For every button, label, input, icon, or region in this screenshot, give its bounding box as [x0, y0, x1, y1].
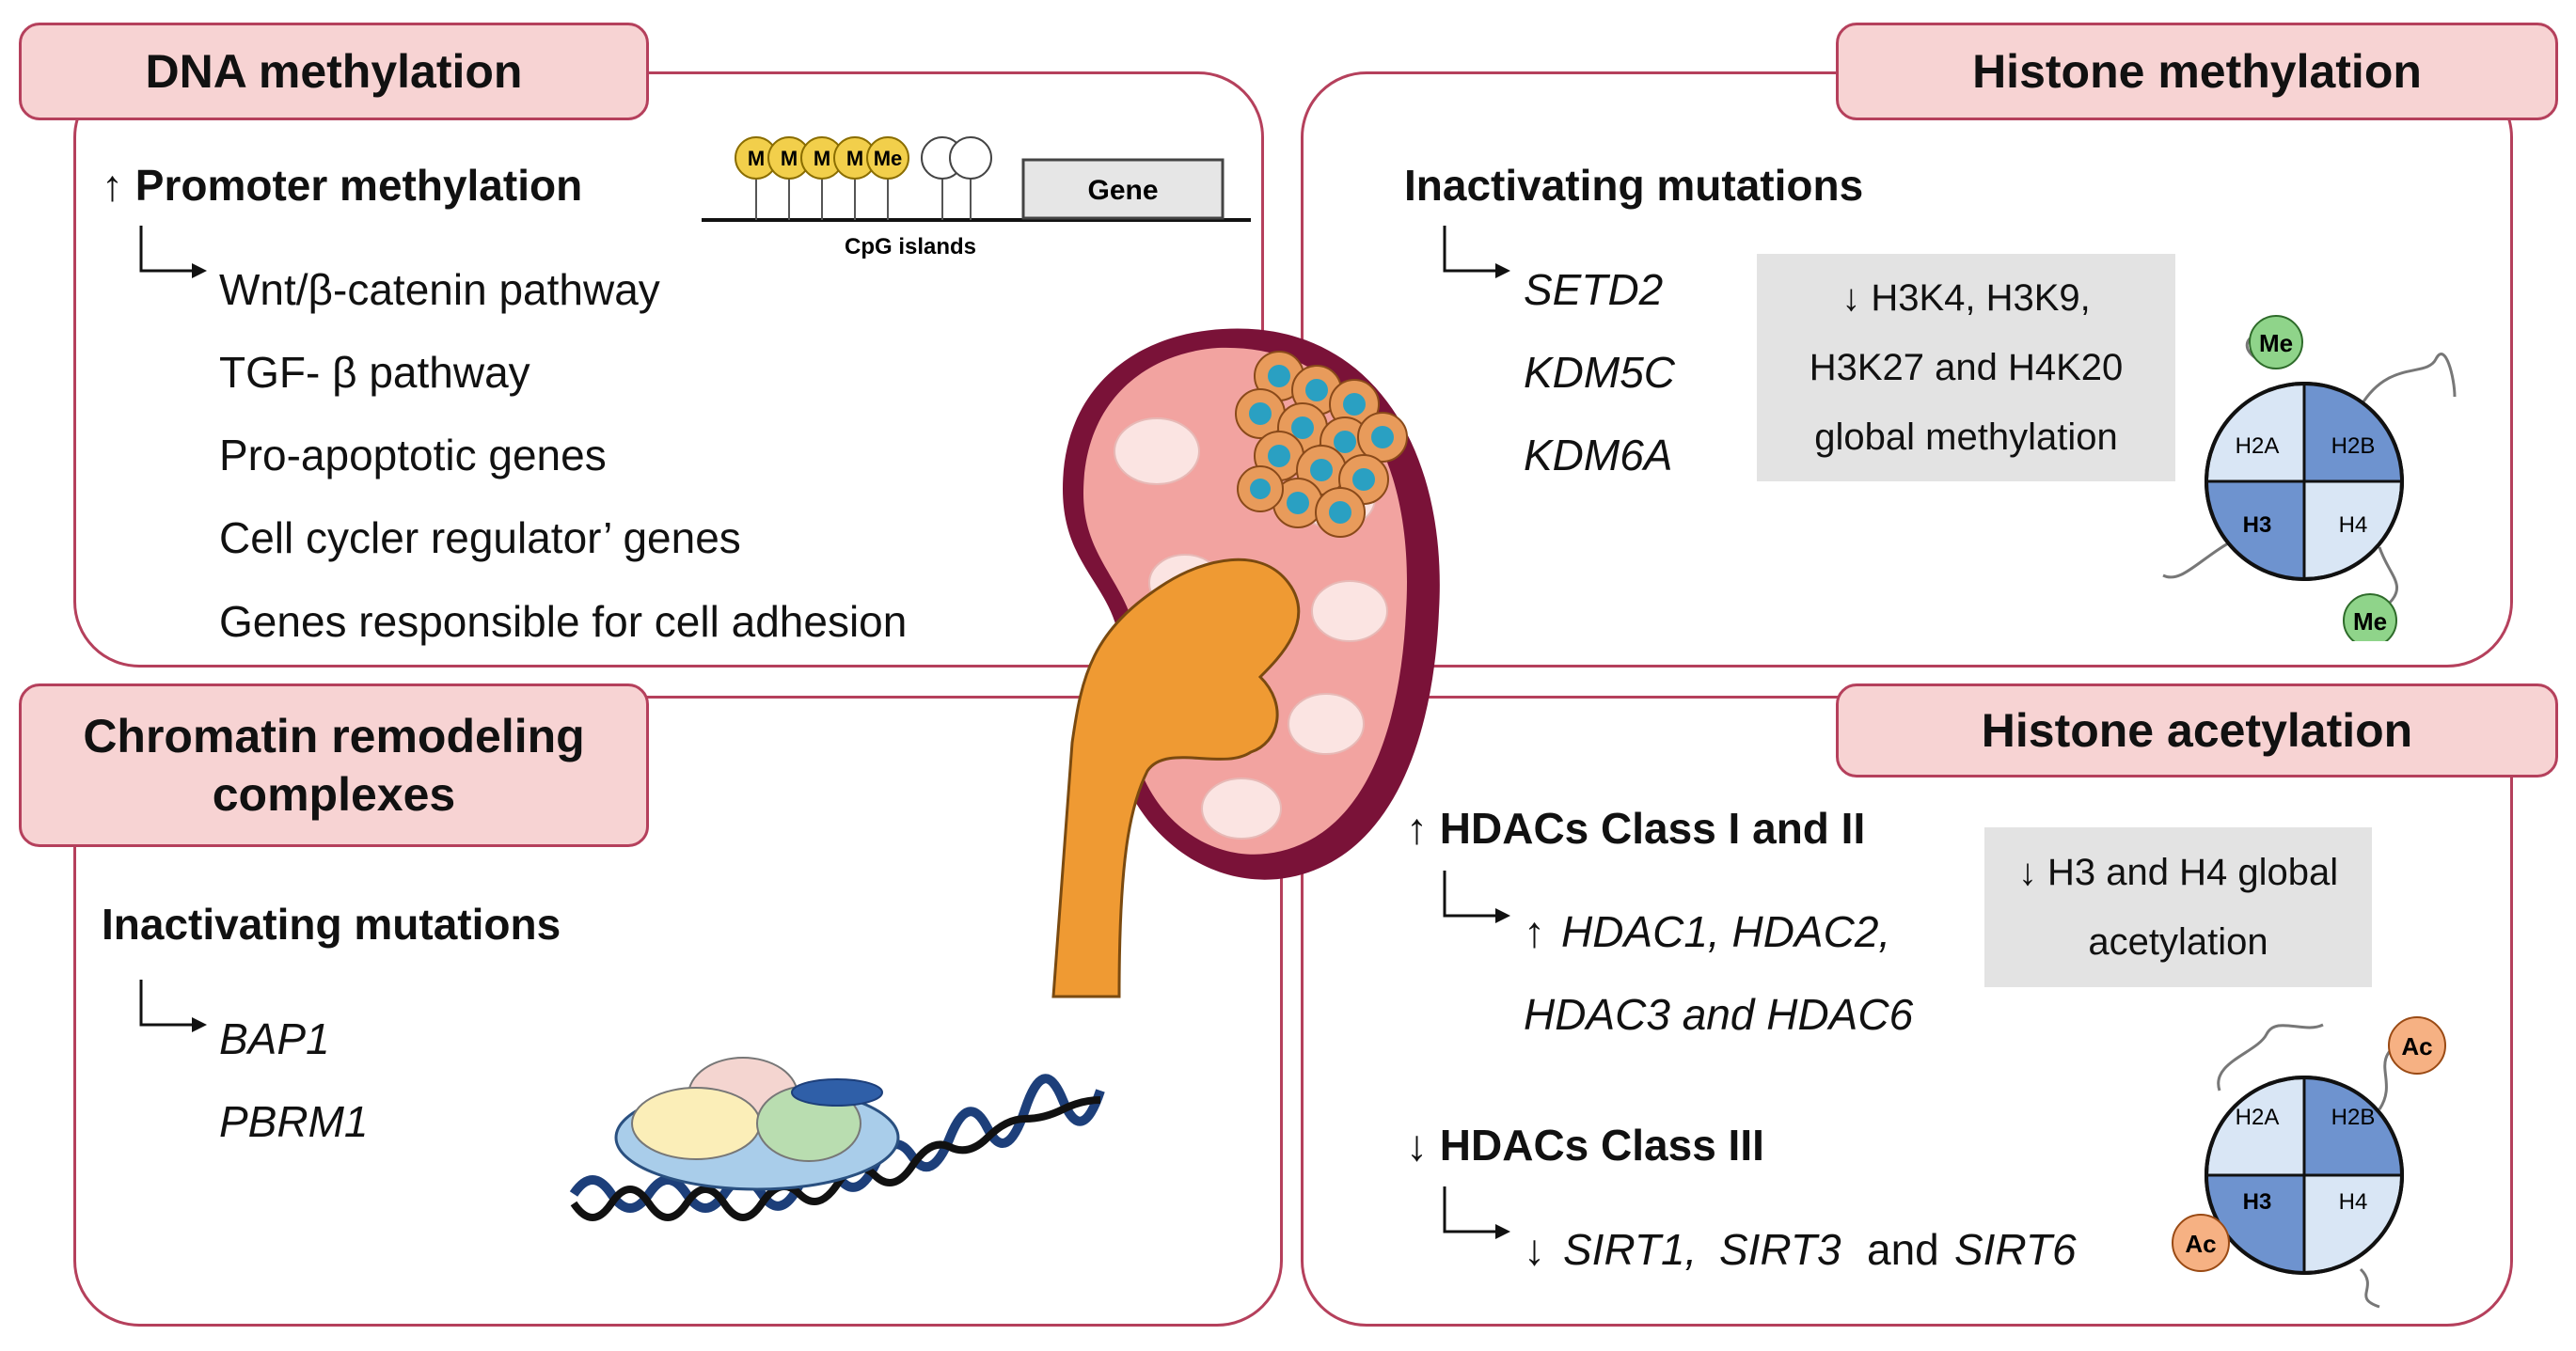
quadrant-h2a: H2A	[2236, 433, 2280, 459]
methyl-label: M	[748, 147, 765, 170]
histone-acetylation-title: Histone acetylation	[1836, 683, 2558, 778]
hdac-genes-line1: HDAC1, HDAC2,	[1561, 907, 1891, 956]
gene-bap1: BAP1	[219, 1014, 330, 1063]
ac-label: Ac	[2185, 1230, 2216, 1258]
dna-item-2: TGF- β pathway	[219, 348, 530, 397]
chromatin-heading: Inactivating mutations	[102, 900, 561, 949]
quadrant-h2b: H2B	[2331, 433, 2376, 459]
dna-methylation-title: DNA methylation	[19, 23, 649, 120]
me-label: Me	[2353, 607, 2387, 636]
and-text: and	[1867, 1225, 1939, 1274]
methyl-label: M	[814, 147, 830, 170]
gene-label: Gene	[1087, 175, 1158, 206]
quadrant-h3: H3	[2243, 1189, 2272, 1215]
gene-pbrm1: PBRM1	[219, 1097, 369, 1146]
effect-line: H3K27 and H4K20	[1809, 347, 2124, 388]
dna-item-3: Pro-apoptotic genes	[219, 431, 607, 479]
dna-item-4: Cell cycler regulator’ genes	[219, 513, 741, 562]
histone-methylation-effect-box: ↓ H3K4, H3K9, H3K27 and H4K20 global met…	[1757, 254, 2175, 481]
down-arrow-text: ↓	[1524, 1225, 1545, 1274]
hdacs-class-1-2-heading: ↑ HDACs Class I and II	[1406, 804, 1866, 853]
cpg-islands-diagram: M M M M Me Gene CpG islands	[702, 136, 1251, 259]
histone-acetylation-effect-box: ↓ H3 and H4 global acetylation	[1984, 827, 2372, 987]
me-label: Me	[2259, 329, 2293, 357]
gene-box	[1021, 158, 1225, 220]
effect-line: acetylation	[2088, 921, 2268, 963]
effect-line: ↓ H3K4, H3K9,	[1841, 277, 2091, 319]
quadrant-h4: H4	[2339, 512, 2368, 538]
elbow-arrow-icon	[1443, 871, 1510, 923]
dna-item-1: Wnt/β-catenin pathway	[219, 265, 660, 314]
chromatin-title-line1: Chromatin remodeling	[83, 709, 585, 762]
cpg-islands-label: CpG islands	[845, 234, 976, 259]
quadrant-h2a: H2A	[2236, 1105, 2280, 1130]
nucleosome-methylated: H2A H2B H3 H4 Me Me	[2162, 315, 2457, 641]
hdac-genes-line2: HDAC3 and HDAC6	[1524, 990, 1914, 1039]
chromatin-remodeling-title: Chromatin remodeling complexes	[19, 683, 649, 847]
up-arrow-text: ↑	[1524, 907, 1545, 956]
elbow-arrow-icon	[1443, 226, 1510, 278]
histone-methylation-title: Histone methylation	[1836, 23, 2558, 120]
methyl-label: M	[781, 147, 798, 170]
methyl-groups: M M M M Me	[735, 136, 992, 220]
ac-label: Ac	[2401, 1032, 2432, 1060]
chromatin-title-line2: complexes	[212, 768, 456, 821]
quadrant-h3: H3	[2243, 512, 2272, 538]
effect-line: ↓ H3 and H4 global	[2017, 852, 2339, 893]
elbow-arrow-icon	[139, 226, 207, 278]
quadrant-h4: H4	[2339, 1189, 2368, 1215]
gene-sirt6: SIRT6	[1954, 1225, 2077, 1274]
kidney-tumor-illustration	[1051, 328, 1440, 998]
chromatin-complex-illustration	[569, 1057, 1105, 1221]
gene-kdm5c: KDM5C	[1524, 348, 1676, 397]
tumor-cluster	[1235, 351, 1408, 538]
renal-pelvis-ureter	[1051, 558, 1301, 998]
gene-sirt3: SIRT3	[1719, 1225, 1841, 1274]
quadrant-h2b: H2B	[2331, 1105, 2376, 1130]
histone-methylation-heading: Inactivating mutations	[1404, 161, 1864, 210]
effect-line: global methylation	[1814, 416, 2118, 458]
gene-kdm6a: KDM6A	[1524, 431, 1673, 479]
gene-sirt1: SIRT1,	[1563, 1225, 1698, 1274]
elbow-arrow-icon	[139, 980, 207, 1032]
nucleosome-acetylated: H2A H2B H3 H4 Ac Ac	[2172, 1016, 2446, 1309]
dna-item-5: Genes responsible for cell adhesion	[219, 597, 908, 646]
methyl-label: Me	[874, 147, 903, 170]
hdacs-class-3-heading: ↓ HDACs Class III	[1406, 1121, 1764, 1170]
gene-setd2: SETD2	[1524, 265, 1664, 314]
promoter-methylation-heading: ↑ Promoter methylation	[102, 161, 583, 210]
methyl-label: M	[846, 147, 863, 170]
elbow-arrow-icon	[1443, 1186, 1510, 1239]
